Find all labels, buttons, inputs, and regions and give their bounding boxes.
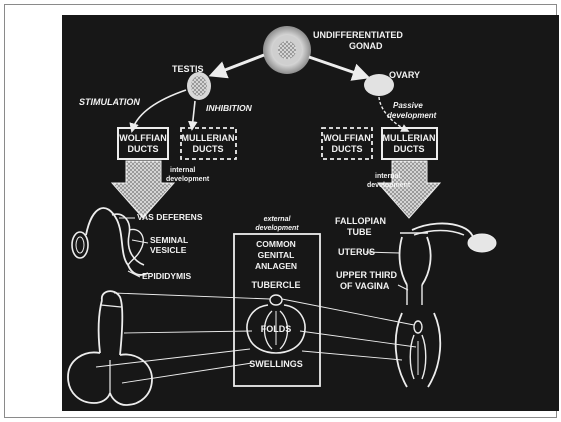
arrow-inhibition bbox=[188, 100, 198, 131]
testis-label: TESTIS bbox=[172, 64, 204, 74]
vagina-line1: UPPER THIRD bbox=[336, 270, 398, 280]
male-external-genitalia-sketch bbox=[67, 290, 153, 406]
mullerian-right-line2: DUCTS bbox=[394, 144, 425, 154]
external-development-line2: development bbox=[255, 225, 299, 232]
page-frame: UNDIFFERENTIATED GONAD TESTIS OVARY STIM… bbox=[4, 4, 559, 418]
genital-anlagen-line3: ANLAGEN bbox=[255, 261, 297, 271]
internal-left-line1: internal bbox=[170, 167, 195, 174]
wolffian-left-line1: WOLFFIAN bbox=[119, 133, 167, 143]
male-internal-organs-sketch bbox=[71, 207, 149, 278]
internal-right-line2: development bbox=[367, 182, 411, 189]
tubercle-label: TUBERCLE bbox=[252, 280, 301, 290]
epididymis-label: EPIDIDYMIS bbox=[142, 271, 191, 281]
passive-label-line1: Passive bbox=[393, 101, 423, 110]
seminal-vesicle-line2: VESICLE bbox=[150, 245, 187, 255]
folds-label: FOLDS bbox=[261, 324, 292, 334]
wolffian-ducts-left-box bbox=[117, 127, 169, 160]
gonad-label-line2: GONAD bbox=[349, 41, 383, 51]
gonad-label-line1: UNDIFFERENTIATED bbox=[313, 30, 403, 40]
fallopian-tube-line1: FALLOPIAN bbox=[335, 216, 386, 226]
wolffian-left-line2: DUCTS bbox=[128, 144, 159, 154]
internal-right-line1: internal bbox=[375, 173, 400, 180]
connecting-lines bbox=[95, 292, 417, 384]
mullerian-left-line1: MULLERIAN bbox=[182, 133, 235, 143]
diagram-slide: UNDIFFERENTIATED GONAD TESTIS OVARY STIM… bbox=[62, 15, 559, 411]
wolffian-right-line1: WOLFFIAN bbox=[323, 133, 371, 143]
ovary-label: OVARY bbox=[389, 70, 420, 80]
testis-texture bbox=[191, 76, 207, 96]
wolffian-right-line2: DUCTS bbox=[332, 144, 363, 154]
female-internal-organs-sketch bbox=[398, 222, 497, 305]
uterus-label: UTERUS bbox=[338, 247, 375, 257]
female-external-genitalia-sketch bbox=[394, 312, 442, 388]
inhibition-label: INHIBITION bbox=[206, 103, 253, 113]
fallopian-tube-line2: TUBE bbox=[347, 227, 372, 237]
internal-left-line2: development bbox=[166, 176, 210, 183]
external-development-line1: external bbox=[264, 216, 292, 223]
common-genital-anlagen-box bbox=[233, 233, 321, 387]
internal-development-arrow-left bbox=[110, 160, 176, 219]
genital-anlagen-line1: COMMON bbox=[256, 239, 296, 249]
vas-deferens-label: VAS DEFERENS bbox=[137, 212, 203, 222]
seminal-vesicle-line1: SEMINAL bbox=[150, 235, 188, 245]
genital-anlagen-line2: GENITAL bbox=[258, 250, 295, 260]
mullerian-ducts-left-box bbox=[180, 127, 237, 160]
genital-anlagen-sketch bbox=[246, 294, 306, 354]
undifferentiated-gonad bbox=[263, 26, 311, 74]
passive-label-line2: development bbox=[387, 111, 437, 120]
mullerian-right-line1: MULLERIAN bbox=[383, 133, 436, 143]
ovary-shape bbox=[364, 74, 394, 96]
mullerian-ducts-right-box bbox=[381, 127, 438, 160]
arrow-gonad-to-testis bbox=[208, 53, 265, 79]
wolffian-ducts-right-box bbox=[321, 127, 373, 160]
arrow-gonad-to-ovary bbox=[308, 55, 371, 81]
vagina-pointer bbox=[397, 284, 409, 291]
vagina-line2: OF VAGINA bbox=[340, 281, 390, 291]
stimulation-label: STIMULATION bbox=[79, 97, 140, 107]
swellings-label: SWELLINGS bbox=[249, 359, 303, 369]
arrow-stimulation bbox=[129, 89, 187, 133]
sex-differentiation-diagram: UNDIFFERENTIATED GONAD TESTIS OVARY STIM… bbox=[67, 26, 497, 406]
mullerian-left-line2: DUCTS bbox=[193, 144, 224, 154]
uterus-pointer bbox=[365, 251, 401, 254]
internal-development-arrow-right bbox=[376, 160, 442, 219]
